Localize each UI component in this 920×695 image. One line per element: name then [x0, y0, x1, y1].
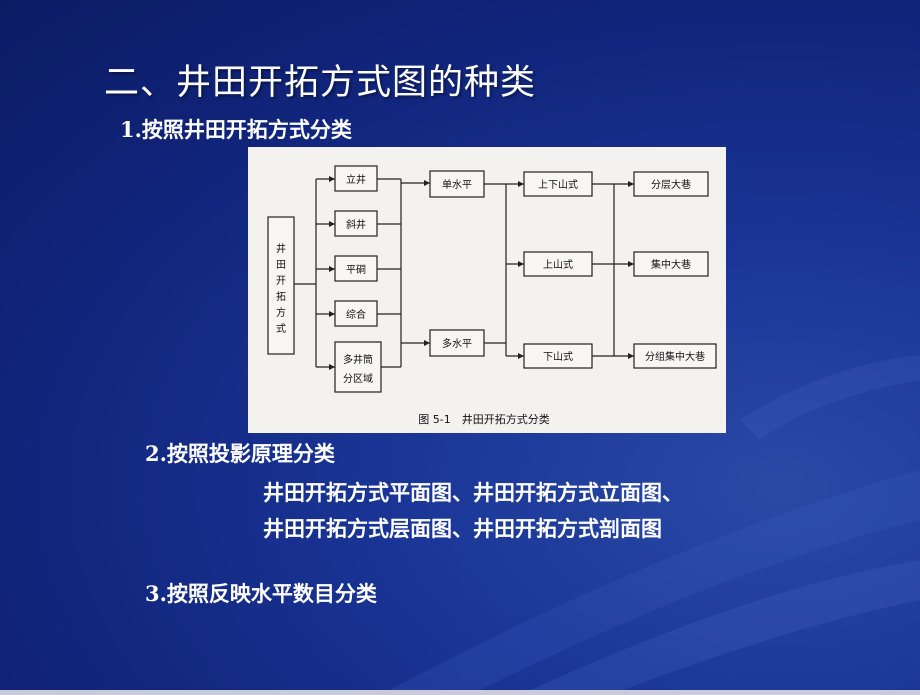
root-node-box — [267, 216, 295, 355]
roadway-node-2 — [633, 251, 709, 277]
root-label-char: 式 — [276, 322, 286, 335]
level-label: 多水平 — [442, 337, 472, 350]
classification-diagram: 井 田 开 拓 方 式 立井 斜井 平硐 综合 多井筒 分区域 单水平 多水平 … — [248, 147, 726, 433]
bottom-strip — [0, 690, 920, 695]
arrowhead — [424, 340, 430, 346]
shaft-node-4 — [334, 300, 378, 327]
arrowhead — [628, 353, 634, 359]
figure-caption: 图 5-1 井田开拓方式分类 — [418, 412, 549, 426]
arrowhead — [518, 261, 524, 267]
roadway-label: 分组集中大巷 — [645, 350, 705, 363]
arrowhead — [628, 261, 634, 267]
arrowhead — [424, 180, 430, 186]
arrowhead — [329, 311, 335, 317]
section-3-heading: 3.按照反映水平数目分类 — [145, 581, 377, 606]
section-1-heading: 1.按照井田开拓方式分类 — [120, 117, 352, 142]
root-label-char: 拓 — [276, 291, 286, 303]
arrowhead — [329, 266, 335, 272]
arrowhead — [329, 176, 335, 182]
root-label-char: 开 — [276, 276, 286, 287]
shaft-label-line1: 多井筒 — [343, 353, 373, 366]
shaft-label: 斜井 — [346, 218, 366, 231]
root-label-char: 井 — [276, 242, 286, 255]
arrowhead — [518, 353, 524, 359]
level-label: 单水平 — [442, 179, 472, 191]
shaft-label: 平硐 — [346, 264, 366, 276]
mining-node-3 — [523, 343, 593, 369]
arrowhead — [518, 181, 524, 187]
roadway-label: 集中大巷 — [651, 258, 691, 271]
root-label-char: 田 — [276, 260, 286, 271]
roadway-node-3 — [633, 343, 717, 369]
mining-label: 上下山式 — [538, 178, 578, 191]
shaft-node-1 — [334, 165, 378, 192]
arrowhead — [628, 181, 634, 187]
roadway-label: 分层大巷 — [651, 178, 691, 191]
mining-label: 下山式 — [543, 350, 573, 363]
shaft-label-line2: 分区域 — [343, 372, 373, 385]
section-2-line-2: 井田开拓方式层面图、井田开拓方式剖面图 — [263, 516, 662, 541]
shaft-label: 立井 — [346, 173, 366, 186]
slide-title: 二、井田开拓方式图的种类 — [104, 63, 537, 103]
shaft-node-2 — [334, 210, 378, 237]
section-2-heading: 2.按照投影原理分类 — [145, 441, 335, 466]
level-node-2 — [429, 329, 485, 357]
shaft-label: 综合 — [346, 308, 366, 321]
mining-label: 上山式 — [543, 258, 573, 271]
arrowhead — [329, 364, 335, 370]
arrowhead — [329, 221, 335, 227]
shaft-node-3 — [334, 255, 378, 282]
root-label-char: 方 — [276, 306, 286, 319]
section-2-line-1: 井田开拓方式平面图、井田开拓方式立面图、 — [263, 480, 683, 505]
